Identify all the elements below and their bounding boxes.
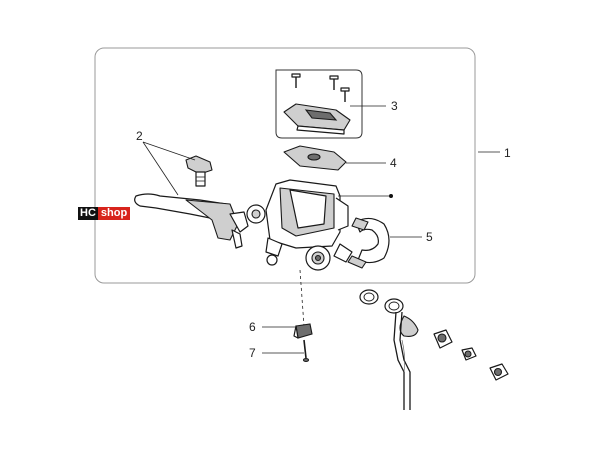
diaphragm: [283, 145, 347, 171]
pivot-axis: [299, 269, 305, 327]
master-cylinder-body: [265, 179, 353, 271]
callout-4: 4: [390, 156, 397, 170]
leader-dot: [389, 194, 393, 198]
leader-line-2b: [142, 141, 196, 161]
brake-lever: [134, 193, 266, 249]
hc-shop-watermark: HC shop: [78, 207, 131, 220]
callout-5: 5: [426, 230, 433, 244]
callout-2: 2: [136, 129, 143, 143]
handlebar-clamp: [347, 217, 390, 269]
assembly-frame: [94, 47, 476, 284]
pivot-nut: [293, 323, 313, 339]
callout-7: 7: [249, 346, 256, 360]
reservoir-cover: [283, 103, 351, 135]
watermark-hc: HC: [78, 207, 98, 220]
callout-3: 3: [391, 99, 398, 113]
lever-adjuster: [185, 155, 213, 187]
cover-screw: [291, 73, 301, 88]
leader-line-2a: [142, 141, 179, 196]
callout-1: 1: [504, 146, 511, 160]
watermark-shop: shop: [97, 207, 131, 220]
cover-screw: [340, 87, 350, 102]
callout-6: 6: [249, 320, 256, 334]
brake-hose-assembly: [359, 289, 509, 410]
cover-group-frame: [275, 69, 363, 139]
cover-screw: [329, 75, 339, 90]
pivot-bolt: [302, 339, 310, 363]
